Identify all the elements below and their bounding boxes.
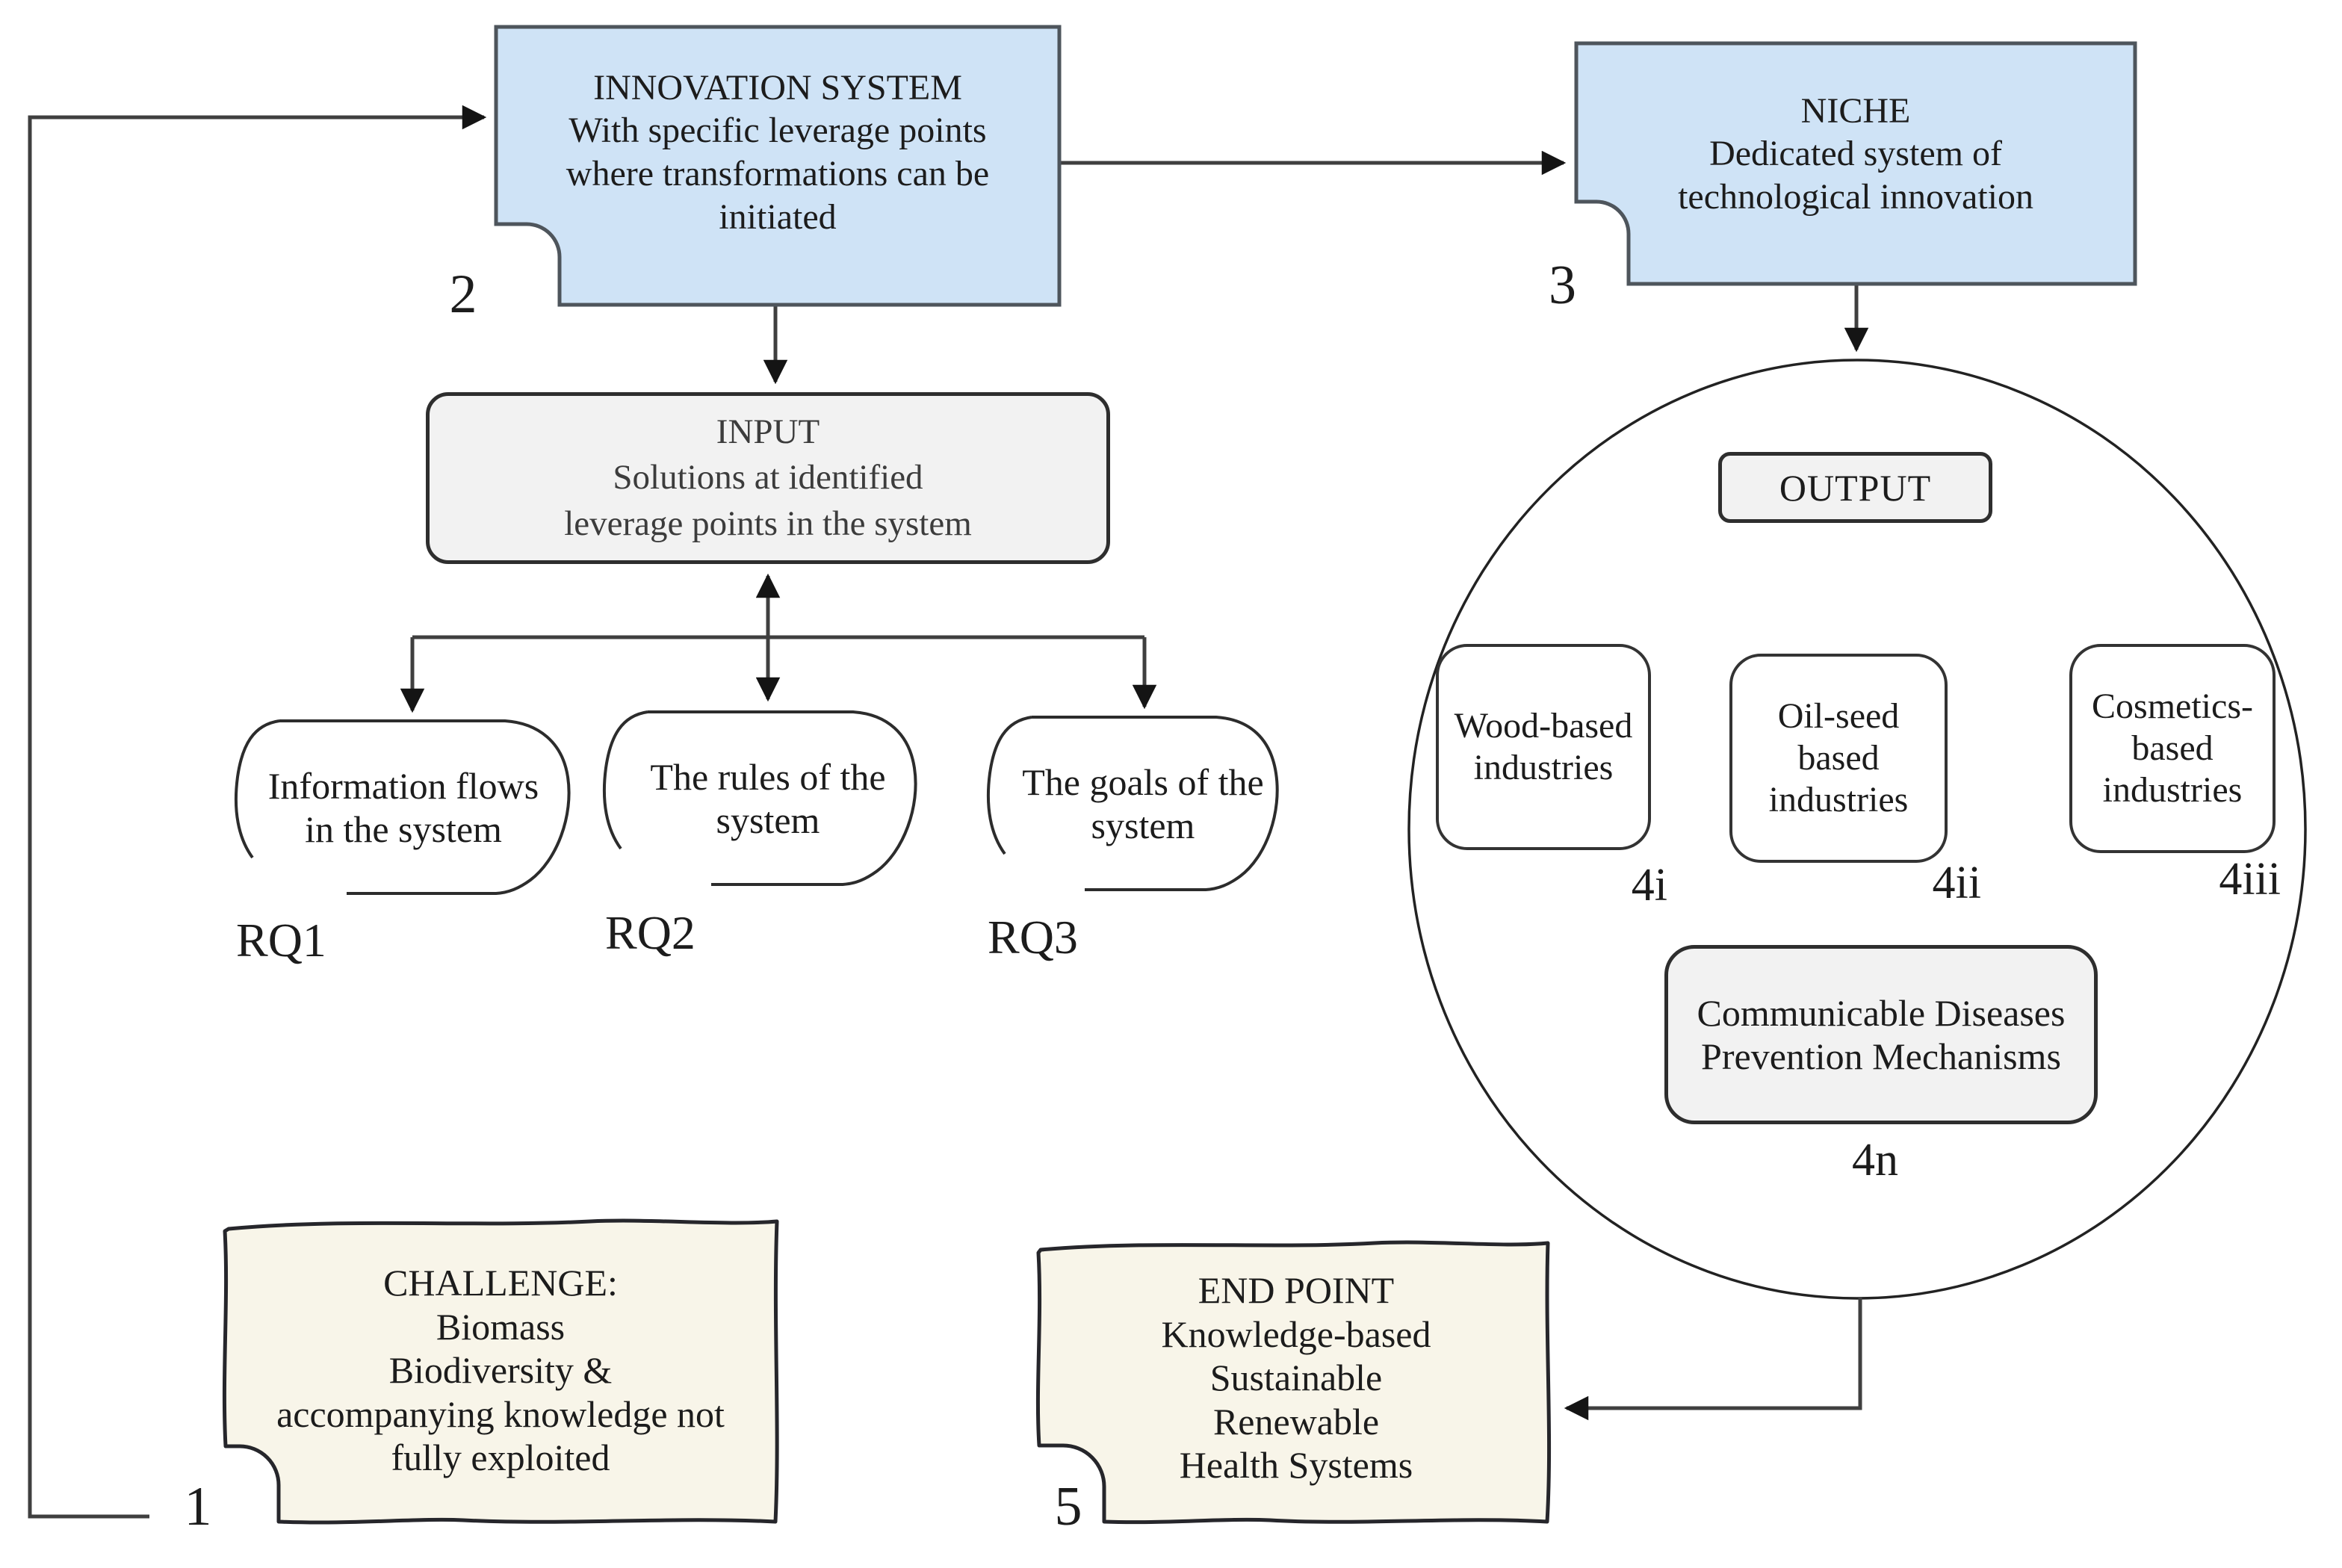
niche-body: Dedicated system of technological innova…	[1678, 134, 2033, 217]
innovation-title: INNOVATION SYSTEM	[593, 67, 962, 108]
innovation-box-text: INNOVATION SYSTEM With specific leverage…	[496, 27, 1059, 305]
innovation-body: With specific leverage points where tran…	[566, 111, 990, 237]
rq1-shape-left	[234, 719, 280, 859]
feedback-loop-arrow	[28, 105, 487, 1519]
rq1-shape	[279, 719, 571, 895]
circle-to-endpoint-arrow	[1564, 1298, 1862, 1421]
rq1-body: Information flows in the system	[267, 765, 539, 850]
communicable-label: 4n	[1852, 1135, 1898, 1186]
rq3-shape	[1032, 716, 1279, 891]
output-title: OUTPUT	[1779, 466, 1932, 509]
input-title: INPUT	[716, 412, 820, 452]
oilseed-industries-text: Oil-seed based industries	[1768, 696, 1909, 819]
communicable-text: Communicable Diseases Prevention Mechani…	[1697, 992, 2066, 1077]
rq1-text: Information flows in the system	[247, 721, 560, 894]
cosmetics-label: 4iii	[2219, 854, 2281, 905]
cosmetics-industries-text: Cosmetics- based industries	[2092, 687, 2253, 810]
rq2-shape-left	[602, 710, 648, 850]
wood-industries-box: Wood-based industries	[1436, 644, 1651, 850]
rq1-label: RQ1	[236, 914, 326, 967]
rq3-text: The goals of the system	[994, 717, 1292, 890]
wood-label: 4i	[1631, 860, 1667, 911]
wood-industries-text: Wood-based industries	[1454, 706, 1633, 787]
oilseed-industries-box: Oil-seed based industries	[1729, 654, 1948, 863]
innovation-box-shape	[494, 25, 1062, 307]
endpoint-title: END POINT	[1198, 1269, 1395, 1311]
oilseed-label: 4ii	[1932, 858, 1981, 908]
endpoint-box-text: END POINT Knowledge-based Sustainable Re…	[1061, 1268, 1531, 1487]
input-body: Solutions at identified leverage points …	[564, 458, 972, 543]
challenge-box-shape	[222, 1218, 779, 1525]
step-number-1: 1	[184, 1476, 212, 1537]
niche-box-shape	[1574, 41, 2137, 286]
rq2-text: The rules of the system	[611, 712, 925, 885]
rq3-body: The goals of the system	[1022, 761, 1264, 846]
rq3-label: RQ3	[988, 911, 1078, 964]
communicable-box: Communicable Diseases Prevention Mechani…	[1664, 945, 2098, 1124]
step-number-5: 5	[1054, 1476, 1082, 1537]
step-number-3: 3	[1549, 255, 1576, 316]
challenge-box-text: CHALLENGE: Biomass Biodiversity & accomp…	[239, 1261, 762, 1480]
challenge-body: Biomass Biodiversity & accompanying know…	[276, 1305, 725, 1479]
challenge-title: CHALLENGE:	[383, 1262, 618, 1304]
rq2-shape	[648, 710, 917, 886]
step-number-2: 2	[449, 264, 477, 325]
rq2-label: RQ2	[605, 906, 696, 959]
rq3-shape-left	[986, 716, 1032, 855]
output-box: OUTPUT	[1718, 452, 1992, 523]
niche-box-text: NICHE Dedicated system of technological …	[1576, 43, 2135, 284]
niche-circle	[1407, 359, 2307, 1300]
endpoint-body: Knowledge-based Sustainable Renewable He…	[1161, 1313, 1431, 1487]
niche-title: NICHE	[1800, 90, 1911, 131]
rq2-body: The rules of the system	[650, 756, 886, 841]
cosmetics-industries-box: Cosmetics- based industries	[2069, 644, 2276, 853]
endpoint-box-shape	[1035, 1240, 1552, 1525]
input-box: INPUT Solutions at identified leverage p…	[426, 392, 1110, 564]
